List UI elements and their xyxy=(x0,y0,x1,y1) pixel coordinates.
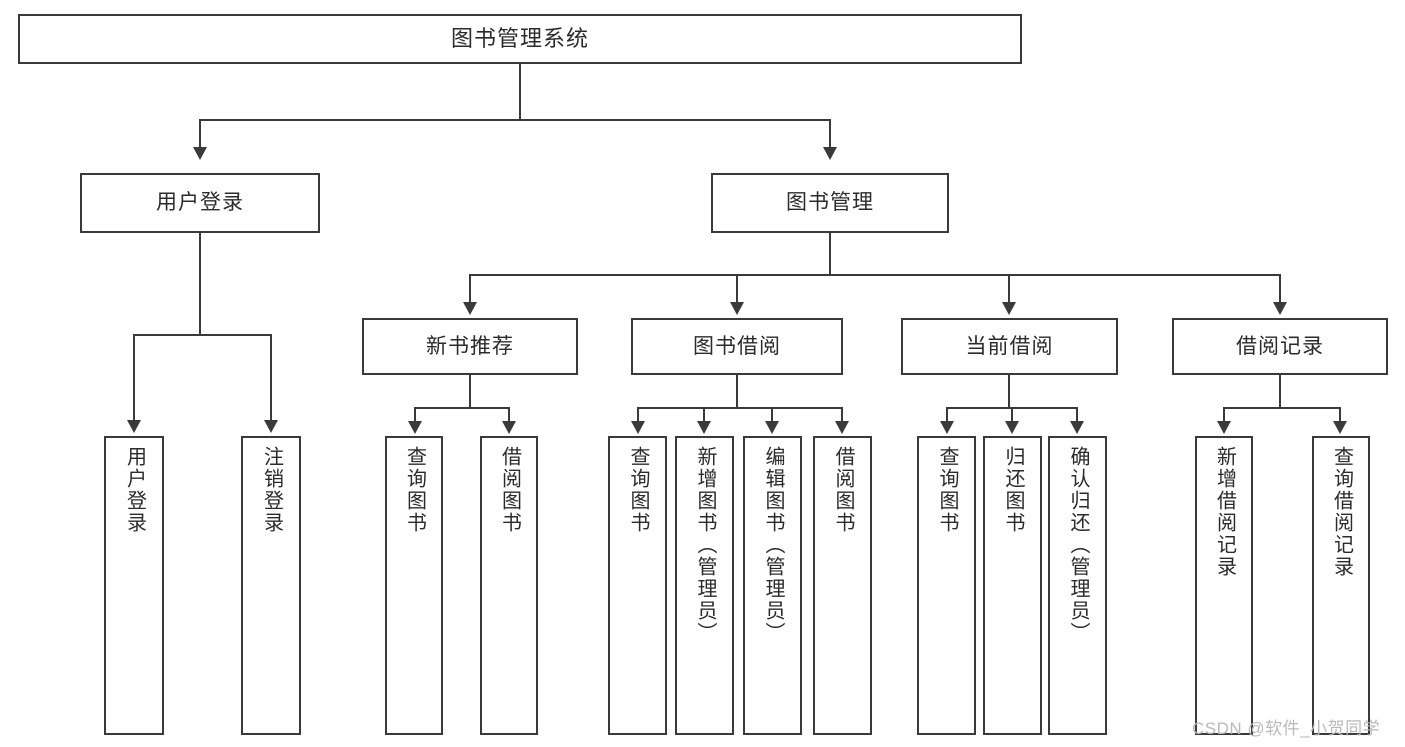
arrow-bookmgmt-c2 xyxy=(730,302,744,315)
node-label: 当前借阅 xyxy=(965,334,1054,358)
connector-bookmgmt-c2 xyxy=(736,274,738,304)
connector-currentborrow-l1 xyxy=(946,407,948,423)
leaf-label: 注销登录 xyxy=(260,446,283,534)
connector-root-stem xyxy=(519,64,521,120)
connector-root-bar xyxy=(199,119,831,121)
connector-bookborrow-l3 xyxy=(771,407,773,423)
connector-borrowrecord-stem xyxy=(1279,375,1281,408)
connector-newbook-l2 xyxy=(508,407,510,423)
leaf-add-book-admin[interactable]: 新增图书（管理员） xyxy=(675,436,734,735)
csdn-watermark: CSDN @软件_小贺同学 xyxy=(1192,719,1381,738)
leaf-confirm-return-admin[interactable]: 确认归还（管理员） xyxy=(1048,436,1107,735)
connector-newbook-l1 xyxy=(414,407,416,423)
arrow-bookborrow-l4 xyxy=(835,421,849,434)
arrow-bookmgmt-c4 xyxy=(1273,302,1287,315)
node-root-system[interactable]: 图书管理系统 xyxy=(18,14,1022,64)
leaf-borrow-book[interactable]: 借阅图书 xyxy=(813,436,872,735)
arrow-bookborrow-l3 xyxy=(765,421,779,434)
connector-currentborrow-stem xyxy=(1008,375,1010,408)
connector-currentborrow-l2 xyxy=(1011,407,1013,423)
connector-root-to-userlogin xyxy=(199,119,201,149)
leaf-label: 查询借阅记录 xyxy=(1330,446,1353,578)
connector-currentborrow-l3 xyxy=(1076,407,1078,423)
connector-bookborrow-stem xyxy=(736,375,738,408)
leaf-label: 借阅图书 xyxy=(832,446,854,534)
connector-bookborrow-l2 xyxy=(703,407,705,423)
leaf-label: 查询图书 xyxy=(403,446,426,534)
leaf-borrow-book-recommend[interactable]: 借阅图书 xyxy=(480,436,538,735)
connector-root-to-bookmgmt xyxy=(829,119,831,149)
arrow-newbook-l1 xyxy=(408,421,422,434)
node-label: 图书管理 xyxy=(786,191,874,215)
arrow-currentborrow-l3 xyxy=(1070,421,1084,434)
node-label: 图书管理系统 xyxy=(450,25,589,51)
arrow-bookmgmt-c3 xyxy=(1002,302,1016,315)
leaf-label: 编辑图书（管理员） xyxy=(762,446,784,644)
leaf-label: 借阅图书 xyxy=(498,446,521,534)
leaf-label: 新增借阅记录 xyxy=(1213,446,1236,578)
arrow-borrowrecord-l1 xyxy=(1217,421,1231,434)
node-user-login[interactable]: 用户登录 xyxy=(80,173,320,233)
connector-bookborrow-bar xyxy=(637,407,843,409)
node-borrow-record[interactable]: 借阅记录 xyxy=(1172,318,1388,375)
node-current-borrow[interactable]: 当前借阅 xyxy=(901,318,1118,375)
connector-borrowrecord-l1 xyxy=(1223,407,1225,423)
leaf-label: 确认归还（管理员） xyxy=(1067,446,1089,644)
leaf-query-borrow-record[interactable]: 查询借阅记录 xyxy=(1312,436,1370,735)
arrow-bookborrow-l1 xyxy=(631,421,645,434)
connector-borrowrecord-bar xyxy=(1223,407,1341,409)
arrow-userlogin-l2 xyxy=(264,420,278,433)
node-label: 用户登录 xyxy=(156,191,244,215)
connector-bookborrow-l1 xyxy=(637,407,639,423)
connector-bookmgmt-stem xyxy=(829,233,831,275)
leaf-add-borrow-record[interactable]: 新增借阅记录 xyxy=(1195,436,1253,735)
arrow-newbook-l2 xyxy=(502,421,516,434)
arrow-currentborrow-l1 xyxy=(940,421,954,434)
arrow-root-to-userlogin xyxy=(193,147,207,160)
connector-bookmgmt-c4 xyxy=(1279,274,1281,304)
leaf-label: 查询图书 xyxy=(627,446,649,534)
arrow-userlogin-l1 xyxy=(127,420,141,433)
leaf-logout-login[interactable]: 注销登录 xyxy=(241,436,301,735)
arrow-bookborrow-l2 xyxy=(697,421,711,434)
connector-bookmgmt-bar xyxy=(469,274,1281,276)
leaf-label: 归还图书 xyxy=(1002,446,1024,534)
connector-userlogin-stem xyxy=(199,233,201,335)
arrow-currentborrow-l2 xyxy=(1005,421,1019,434)
leaf-query-book-recommend[interactable]: 查询图书 xyxy=(385,436,443,735)
connector-userlogin-l2 xyxy=(270,334,272,422)
connector-bookborrow-l4 xyxy=(841,407,843,423)
leaf-query-book-borrow[interactable]: 查询图书 xyxy=(608,436,667,735)
node-book-borrow[interactable]: 图书借阅 xyxy=(631,318,843,375)
arrow-borrowrecord-l2 xyxy=(1333,421,1347,434)
leaf-return-book[interactable]: 归还图书 xyxy=(983,436,1042,735)
node-label: 借阅记录 xyxy=(1236,334,1324,358)
node-new-book-recommend[interactable]: 新书推荐 xyxy=(362,318,578,375)
leaf-label: 查询图书 xyxy=(936,446,958,534)
connector-userlogin-l1 xyxy=(133,334,135,422)
connector-newbook-stem xyxy=(469,375,471,408)
leaf-edit-book-admin[interactable]: 编辑图书（管理员） xyxy=(743,436,802,735)
node-label: 新书推荐 xyxy=(426,334,514,358)
connector-userlogin-bar xyxy=(133,334,272,336)
connector-borrowrecord-l2 xyxy=(1339,407,1341,423)
node-book-management[interactable]: 图书管理 xyxy=(711,173,949,233)
connector-bookmgmt-c1 xyxy=(469,274,471,304)
leaf-label: 用户登录 xyxy=(123,446,146,534)
leaf-query-book-current[interactable]: 查询图书 xyxy=(917,436,976,735)
node-label: 图书借阅 xyxy=(693,334,781,358)
arrow-root-to-bookmgmt xyxy=(823,147,837,160)
arrow-bookmgmt-c1 xyxy=(463,302,477,315)
leaf-label: 新增图书（管理员） xyxy=(694,446,716,644)
leaf-user-login[interactable]: 用户登录 xyxy=(104,436,164,735)
connector-bookmgmt-c3 xyxy=(1008,274,1010,304)
connector-newbook-bar xyxy=(414,407,509,409)
